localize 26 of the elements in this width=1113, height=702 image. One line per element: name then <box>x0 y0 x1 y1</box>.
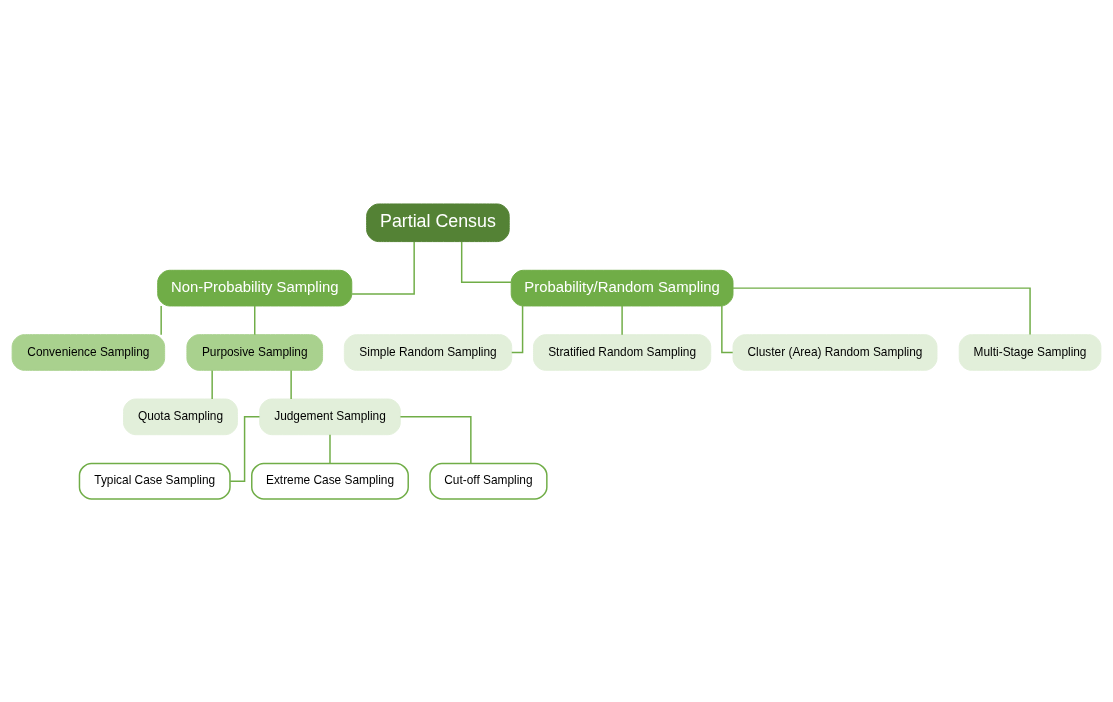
connector <box>732 286 1031 335</box>
connector <box>290 369 292 400</box>
node-box: Simple Random Sampling <box>343 333 513 371</box>
connector <box>160 304 162 335</box>
connector <box>351 240 415 295</box>
connector <box>329 433 331 464</box>
connector <box>460 240 512 283</box>
connector <box>399 415 472 464</box>
node-box: Judgement Sampling <box>259 398 401 435</box>
node-box: Probability/Random Sampling <box>510 269 734 306</box>
node-box: Non-Probability Sampling <box>157 269 353 306</box>
node-box: Extreme Case Sampling <box>251 462 409 500</box>
node-box: Typical Case Sampling <box>78 462 231 500</box>
node-box: Convenience Sampling <box>11 333 166 371</box>
node-box: Cut-off Sampling <box>429 462 548 500</box>
node-box: Partial Census <box>366 202 510 242</box>
node-box: Purposive Sampling <box>186 333 324 371</box>
node-box: Quota Sampling <box>123 398 238 435</box>
node-box: Multi-Stage Sampling <box>958 333 1102 371</box>
node-box: Stratified Random Sampling <box>533 333 712 371</box>
connector <box>211 369 213 400</box>
connector <box>621 304 623 335</box>
node-box: Cluster (Area) Random Sampling <box>732 333 938 371</box>
connector <box>721 304 734 353</box>
connector <box>511 304 524 353</box>
connector <box>254 304 256 335</box>
